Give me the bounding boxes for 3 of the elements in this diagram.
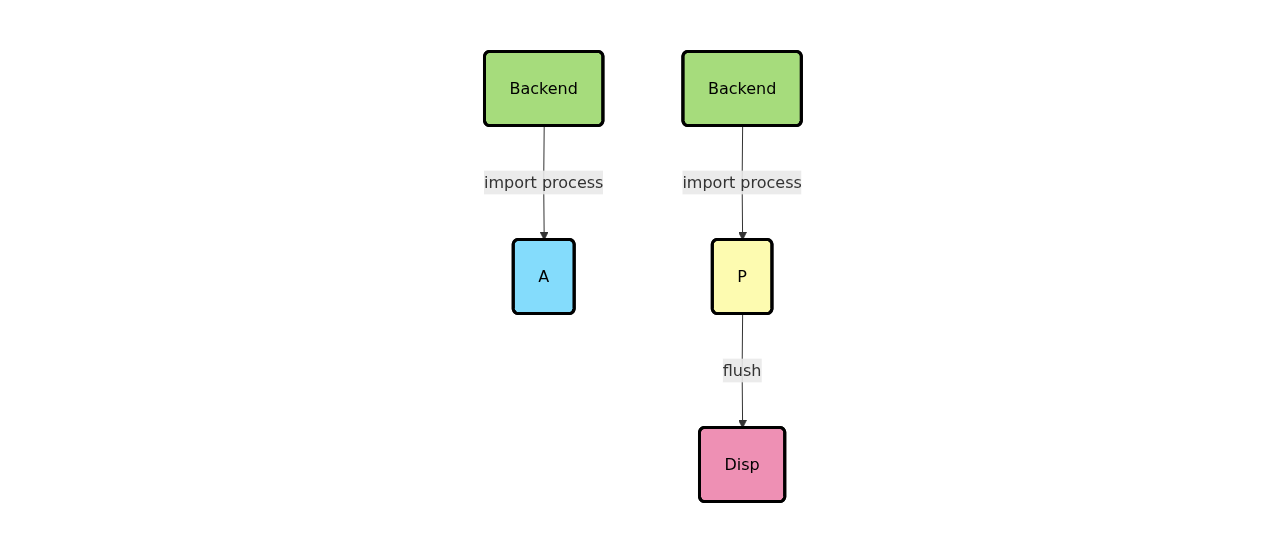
edge-label: flush (722, 360, 762, 380)
edge-label: import process (682, 172, 802, 192)
edge-label: import process (483, 172, 603, 192)
